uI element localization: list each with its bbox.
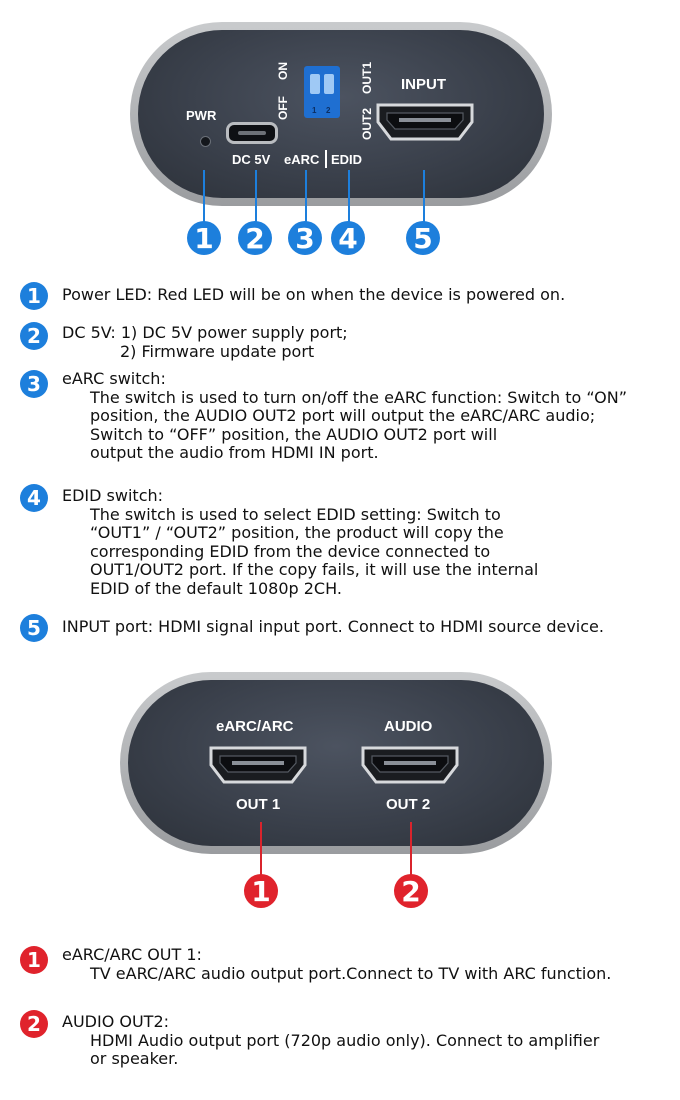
item-line: corresponding EDID from the device conne… bbox=[90, 541, 491, 561]
item-text-input-port: INPUT port: HDMI signal input port. Conn… bbox=[62, 617, 604, 637]
callout-line-3 bbox=[305, 170, 307, 224]
item-text-audio-out2: AUDIO OUT2: HDMI Audio output port (720p… bbox=[62, 1012, 600, 1069]
item-line: OUT1/OUT2 port. If the copy fails, it wi… bbox=[90, 560, 539, 579]
item-text-power-led: Power LED: Red LED will be on when the d… bbox=[62, 285, 566, 305]
callout-2: 2 bbox=[238, 221, 272, 255]
callout-line-2 bbox=[255, 170, 257, 224]
item-line: or speaker. bbox=[90, 1049, 179, 1068]
power-led bbox=[200, 136, 211, 147]
callout-line-5 bbox=[423, 170, 425, 224]
item-line: Power LED: Red LED will be on when the d… bbox=[62, 285, 566, 304]
item-badge-4: 4 bbox=[20, 484, 48, 512]
item-badge-2: 2 bbox=[20, 322, 48, 350]
item-badge-3: 3 bbox=[20, 370, 48, 398]
input-side-panel-face bbox=[138, 30, 544, 198]
item-line: AUDIO OUT2: bbox=[62, 1012, 170, 1031]
output-side-panel-face bbox=[128, 680, 544, 846]
off-label: OFF bbox=[276, 96, 290, 120]
callout-line-out1 bbox=[260, 822, 262, 878]
dip-key-2[interactable] bbox=[324, 74, 334, 94]
item-line: TV eARC/ARC audio output port.Connect to… bbox=[90, 963, 612, 983]
callout-line-out2 bbox=[410, 822, 412, 878]
item-line: The switch is used to turn on/off the eA… bbox=[90, 387, 627, 407]
item-line: EDID switch: bbox=[62, 486, 164, 505]
item-text-dc-5v: DC 5V: 1) DC 5V power supply port; 2) Fi… bbox=[62, 323, 348, 361]
out-2-label: OUT 2 bbox=[386, 796, 431, 813]
output-side-panel bbox=[120, 672, 552, 854]
item-text-earc-switch: eARC switch: The switch is used to turn … bbox=[62, 369, 627, 463]
item-line: Switch to “OFF” position, the AUDIO OUT2… bbox=[90, 424, 498, 444]
edid-label: EDID bbox=[331, 152, 363, 167]
earc-label: eARC bbox=[284, 152, 320, 167]
dc-5v-port[interactable] bbox=[226, 122, 278, 144]
item2-badge-2: 2 bbox=[20, 1010, 48, 1038]
item-line: INPUT port: HDMI signal input port. Conn… bbox=[62, 617, 604, 636]
item-badge-5: 5 bbox=[20, 614, 48, 642]
callout-out1: 1 bbox=[244, 874, 278, 908]
item-line: DC 5V: 1) DC 5V power supply port; bbox=[62, 323, 348, 342]
callout-5: 5 bbox=[406, 221, 440, 255]
item-line: position, the AUDIO OUT2 port will outpu… bbox=[90, 406, 596, 425]
item-line: The switch is used to select EDID settin… bbox=[90, 504, 501, 524]
item-line: 2) Firmware update port bbox=[120, 341, 315, 361]
input-label: INPUT bbox=[401, 76, 446, 93]
item-line: output the audio from HDMI IN port. bbox=[90, 443, 379, 462]
item2-badge-1: 1 bbox=[20, 946, 48, 974]
callout-1: 1 bbox=[187, 221, 221, 255]
on-label: ON bbox=[276, 62, 290, 80]
item-line: EDID of the default 1080p 2CH. bbox=[90, 578, 342, 598]
hdmi-out1-port[interactable] bbox=[208, 745, 308, 785]
dc-5v-label: DC 5V bbox=[232, 152, 271, 167]
input-side-panel bbox=[130, 22, 552, 206]
out-1-label: OUT 1 bbox=[236, 796, 281, 813]
item-line: eARC/ARC OUT 1: bbox=[62, 945, 202, 964]
callout-line-1 bbox=[203, 170, 205, 224]
item-line: eARC switch: bbox=[62, 369, 166, 388]
out2-label: OUT2 bbox=[360, 107, 374, 140]
dip-switch[interactable]: 1 2 bbox=[304, 66, 340, 118]
callout-3: 3 bbox=[288, 221, 322, 255]
out1-label: OUT1 bbox=[360, 61, 374, 94]
callout-4: 4 bbox=[331, 221, 365, 255]
item-badge-1: 1 bbox=[20, 282, 48, 310]
hdmi-input-port[interactable] bbox=[375, 102, 475, 142]
audio-label: AUDIO bbox=[384, 718, 433, 735]
callout-line-4 bbox=[348, 170, 350, 224]
pwr-label: PWR bbox=[186, 108, 217, 123]
earc-arc-label: eARC/ARC bbox=[216, 718, 294, 735]
item-line: HDMI Audio output port (720p audio only)… bbox=[90, 1030, 600, 1050]
item-text-edid-switch: EDID switch: The switch is used to selec… bbox=[62, 486, 539, 598]
item-line: “OUT1” / “OUT2” position, the product wi… bbox=[90, 523, 504, 542]
hdmi-out2-port[interactable] bbox=[360, 745, 460, 785]
dip-number-2: 2 bbox=[326, 106, 331, 115]
earc-edid-divider bbox=[325, 150, 327, 168]
item-text-earc-arc-out1: eARC/ARC OUT 1: TV eARC/ARC audio output… bbox=[62, 945, 612, 983]
dip-number-1: 1 bbox=[312, 106, 317, 115]
dip-key-1[interactable] bbox=[310, 74, 320, 94]
callout-out2: 2 bbox=[394, 874, 428, 908]
